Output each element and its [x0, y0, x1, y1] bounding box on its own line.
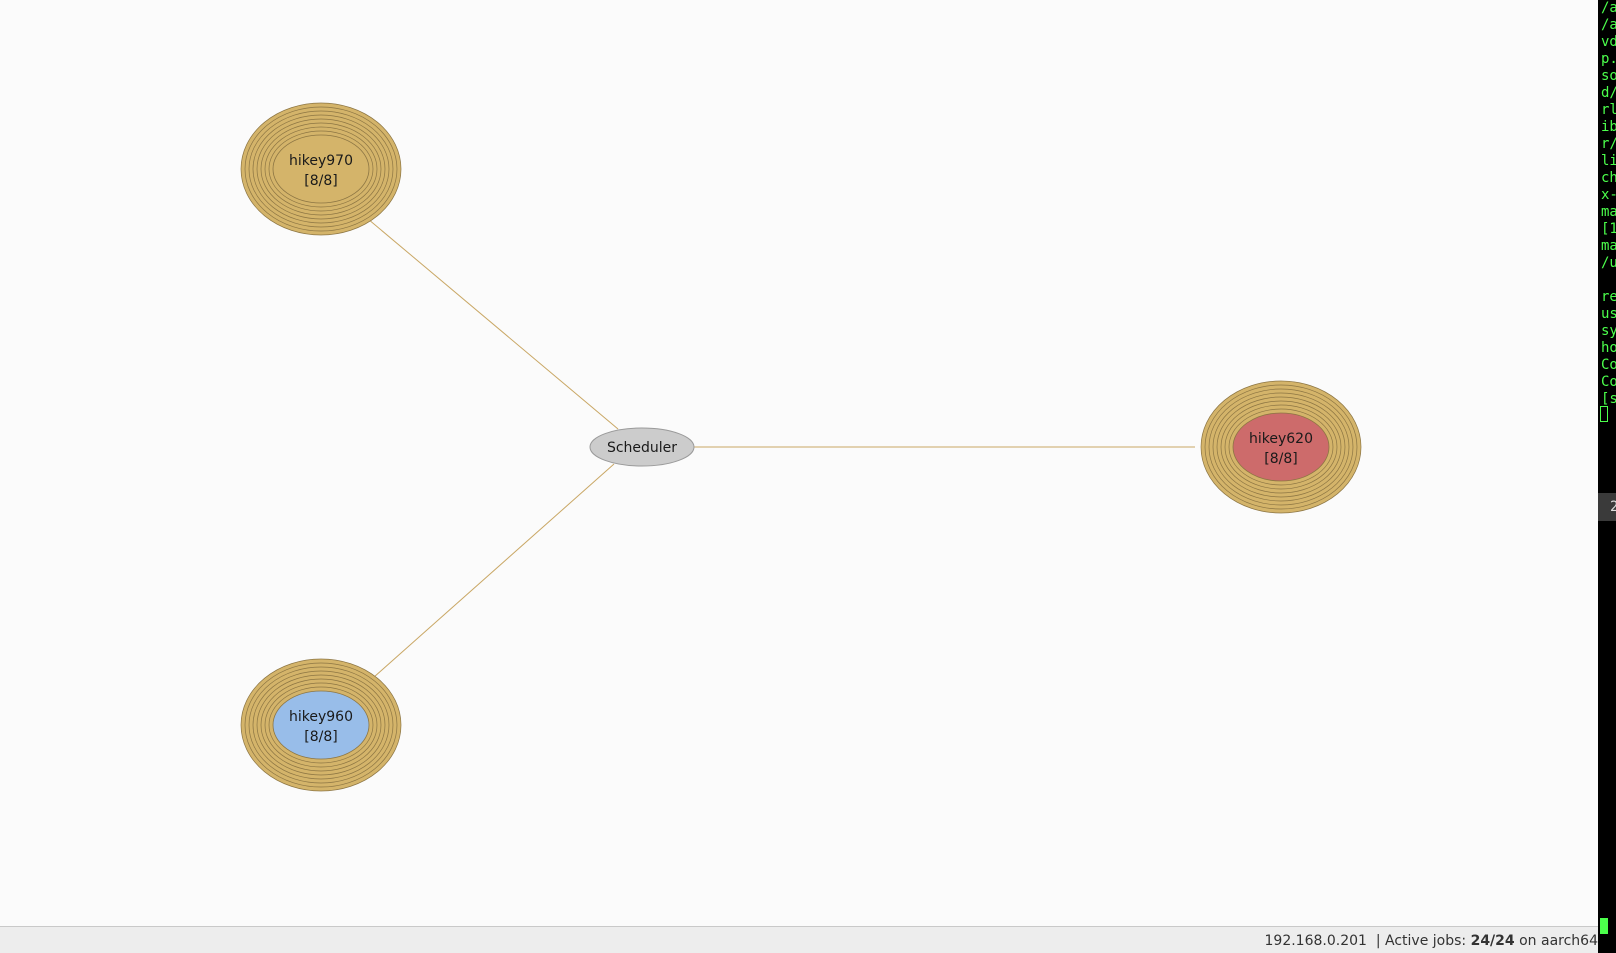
edge-hikey970	[367, 218, 619, 430]
status-bar: 192.168.0.201 | Active jobs: 24/24 on aa…	[0, 926, 1598, 953]
host-jobs: [8/8]	[1264, 451, 1297, 467]
terminal-line: us	[1601, 306, 1616, 322]
host-jobs: [8/8]	[304, 729, 337, 745]
terminal-bottom-cursor	[1600, 918, 1608, 934]
terminal-line: ib	[1601, 119, 1616, 135]
terminal-line: p.	[1601, 51, 1616, 67]
terminal-line: ma	[1601, 238, 1616, 254]
host-core	[1232, 412, 1330, 482]
active-jobs-label: | Active jobs:	[1375, 933, 1467, 949]
cluster-graph: hikey970 [8/8] hikey620 [8/8] hikey960 […	[240, 102, 1362, 792]
terminal-line: so	[1601, 68, 1616, 84]
terminal-window-edge[interactable]: /a/avdp.sod/rlibr/lichx-ma[1ma/ureussyho…	[1598, 0, 1616, 953]
scheduler-node[interactable]: Scheduler	[589, 427, 695, 467]
host-name: hikey620	[1249, 431, 1313, 447]
scheduler-ellipse	[589, 427, 695, 467]
terminal-line: Co	[1601, 357, 1616, 373]
terminal-line: x-	[1601, 187, 1616, 203]
status-text: 192.168.0.201 | Active jobs: 24/24 on aa…	[1265, 933, 1599, 949]
host-name: hikey960	[289, 709, 353, 725]
terminal-line: ma	[1601, 204, 1616, 220]
edge-hikey960	[373, 463, 615, 678]
host-core	[272, 690, 370, 760]
terminal-line: li	[1601, 153, 1616, 169]
host-jobs: [8/8]	[304, 173, 337, 189]
network-name: on aarch64	[1519, 933, 1598, 949]
terminal-line: /a	[1601, 0, 1616, 16]
scheduler-label: Scheduler	[607, 440, 677, 456]
terminal-line: r/	[1601, 136, 1616, 152]
host-node-hikey620[interactable]: hikey620 [8/8]	[1200, 380, 1362, 514]
host-node-hikey970[interactable]: hikey970 [8/8]	[240, 102, 402, 236]
terminal-line: re	[1601, 289, 1616, 305]
terminal-line: sy	[1601, 323, 1616, 339]
terminal-line	[1601, 272, 1616, 289]
terminal-line: ho	[1601, 340, 1616, 356]
terminal-line: /u	[1601, 255, 1616, 271]
terminal-line: rl	[1601, 102, 1616, 118]
host-core	[272, 134, 370, 204]
terminal-line: /a	[1601, 17, 1616, 33]
terminal-line: d/	[1601, 85, 1616, 101]
terminal-tab[interactable]: 2	[1598, 493, 1616, 521]
terminal-line: [1	[1601, 221, 1616, 237]
terminal-output: /a/avdp.sod/rlibr/lichx-ma[1ma/ureussyho…	[1601, 0, 1616, 408]
terminal-cursor	[1600, 406, 1608, 422]
cluster-graph-canvas[interactable]: hikey970 [8/8] hikey620 [8/8] hikey960 […	[0, 0, 1598, 926]
host-node-hikey960[interactable]: hikey960 [8/8]	[240, 658, 402, 792]
active-jobs-count: 24/24	[1470, 933, 1515, 949]
terminal-line: [s	[1601, 391, 1616, 407]
scheduler-ip: 192.168.0.201	[1264, 933, 1367, 949]
terminal-line: ch	[1601, 170, 1616, 186]
host-name: hikey970	[289, 153, 353, 169]
terminal-line: Co	[1601, 374, 1616, 390]
terminal-line: vd	[1601, 34, 1616, 50]
